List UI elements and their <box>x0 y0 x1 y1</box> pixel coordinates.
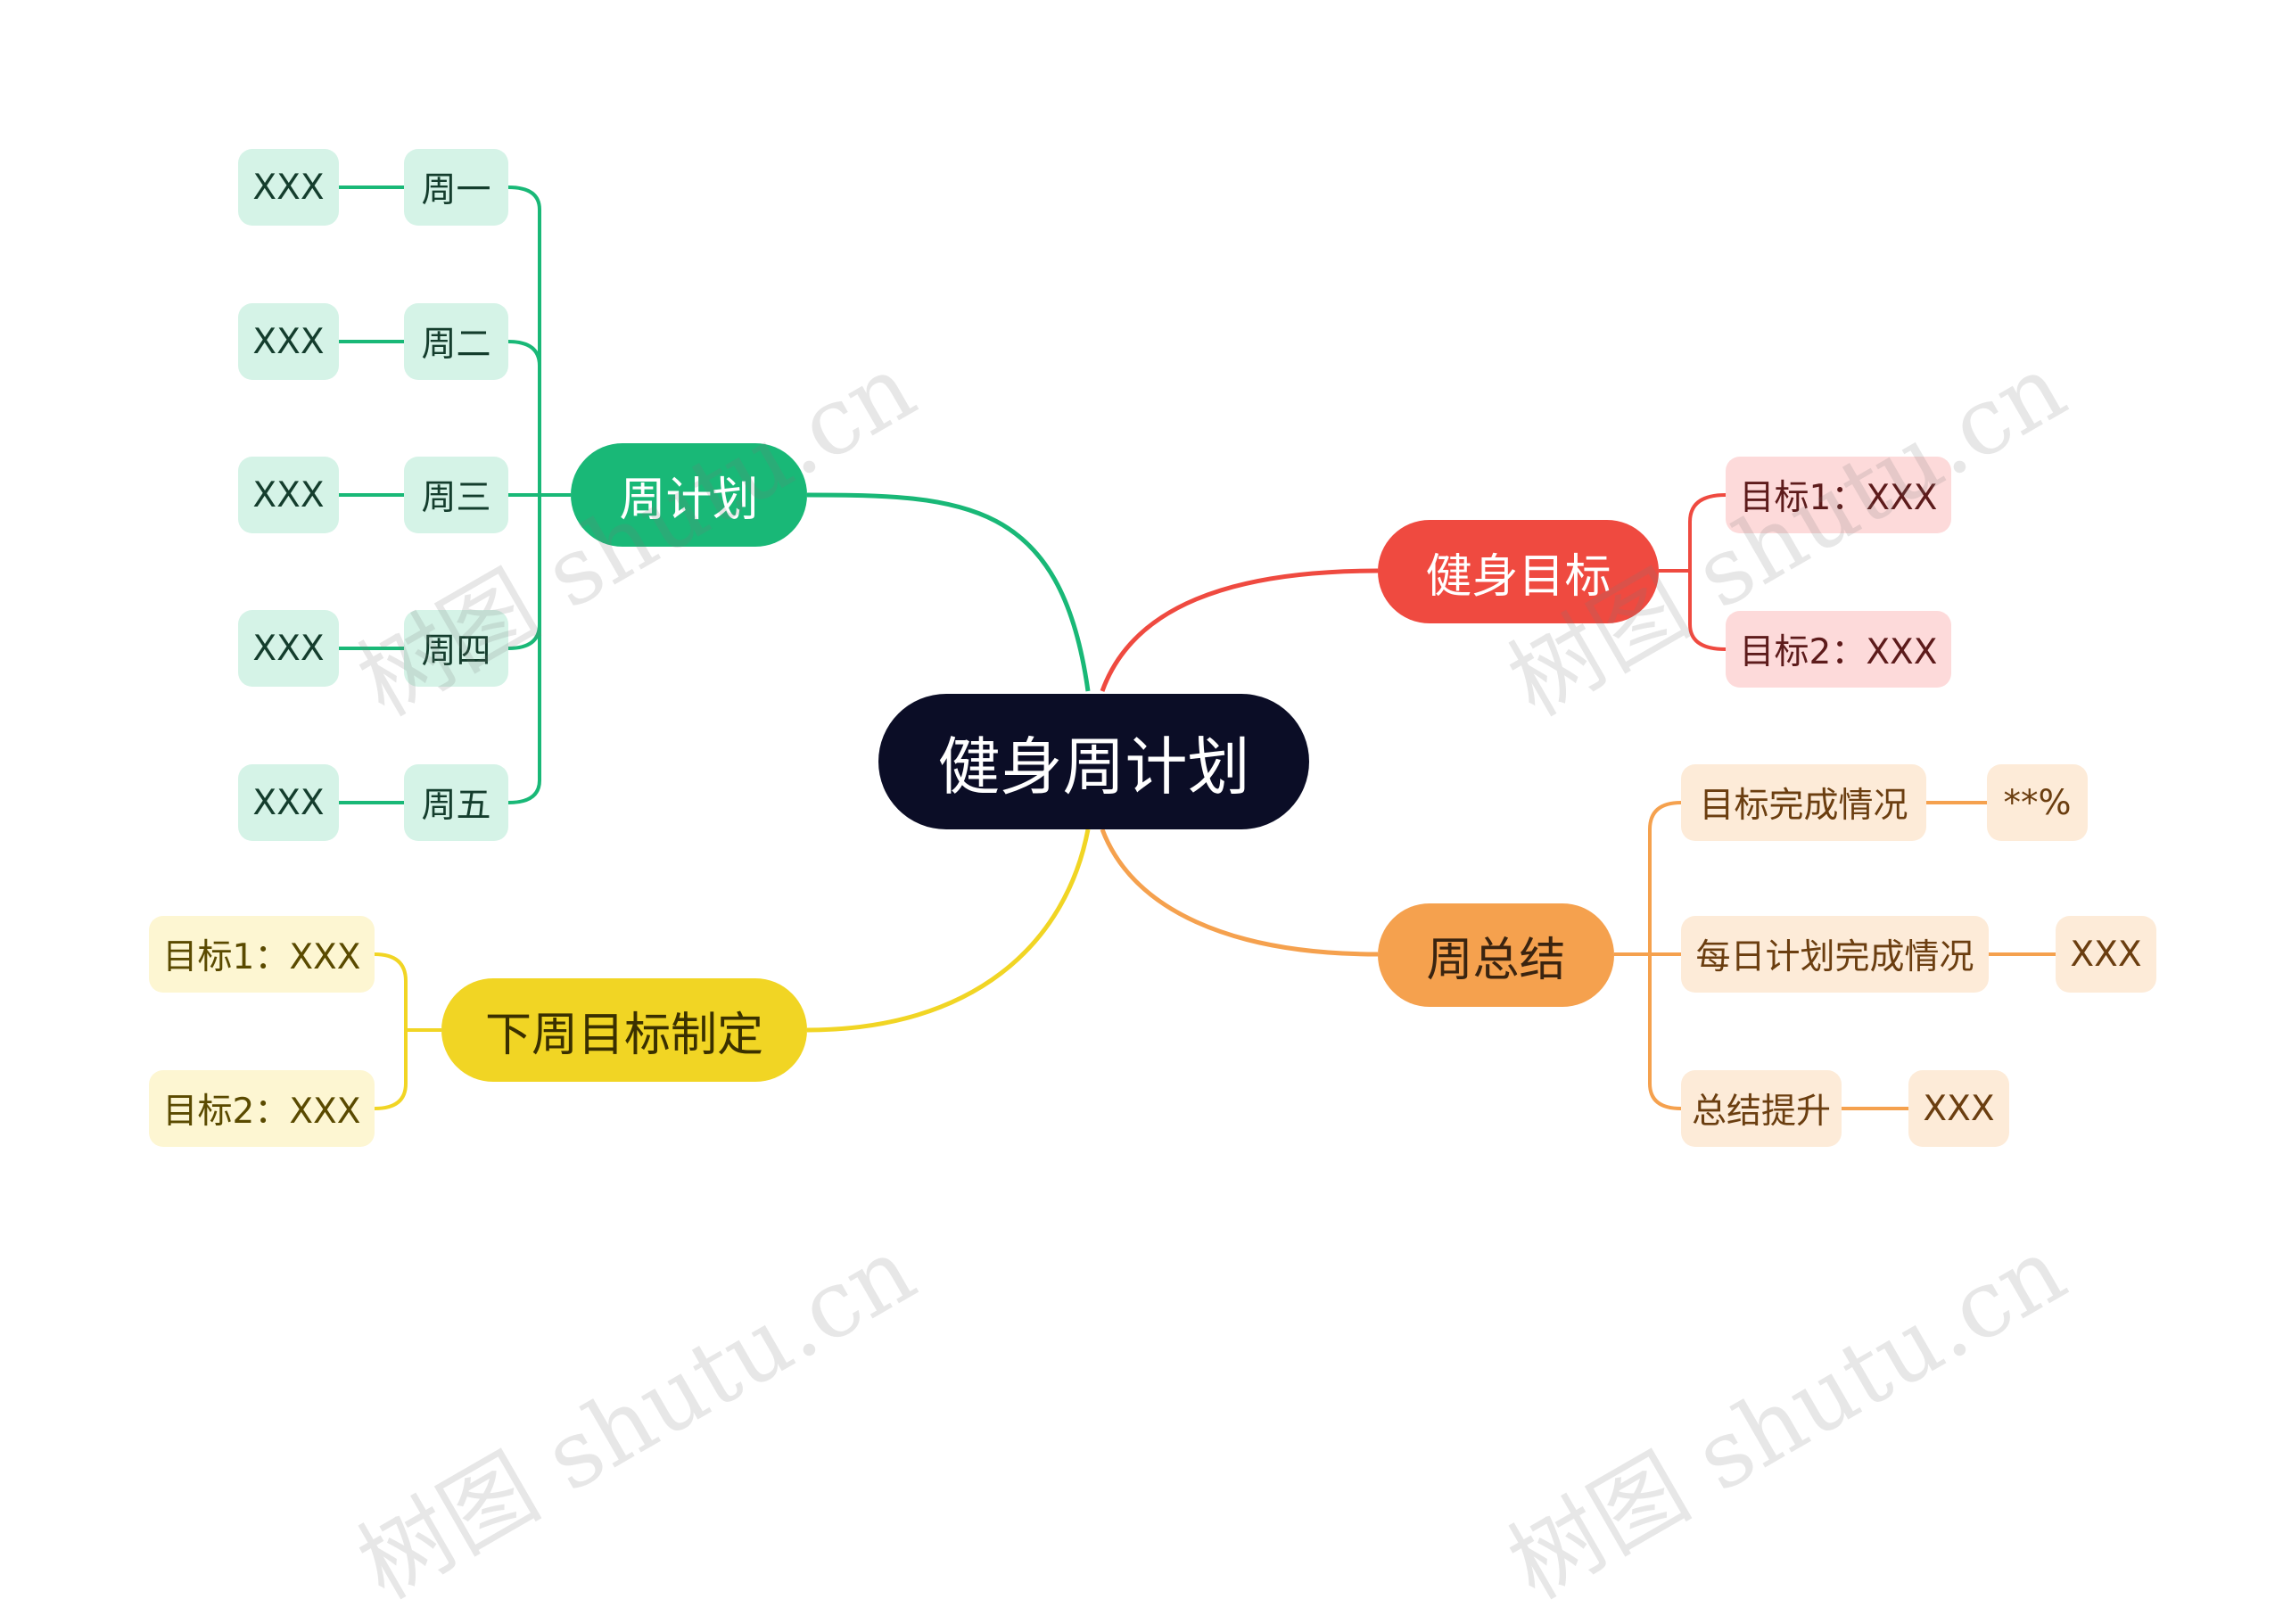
connector-lines <box>339 185 2056 1110</box>
branch-weekly-plan[interactable]: 周计划 <box>571 443 807 547</box>
day-value: XXX <box>252 167 325 208</box>
link-summary-1 <box>1648 801 1682 954</box>
link-next-week-goal-1 <box>374 952 408 1030</box>
fitness-goal-node-1[interactable]: 目标1：XXX <box>1726 457 1951 533</box>
link-fitness-goal-2 <box>1688 571 1727 651</box>
summary-value: XXX <box>1923 1088 1995 1129</box>
day-value: XXX <box>252 474 325 515</box>
link-day-5 <box>507 495 541 804</box>
day-node-4[interactable]: 周四 <box>404 610 508 687</box>
day-node-1[interactable]: 周一 <box>404 149 508 226</box>
next-week-goal-node-1[interactable]: 目标1：XXX <box>149 916 375 993</box>
day-value-node-4[interactable]: XXX <box>238 610 339 687</box>
link-day-2 <box>507 340 541 495</box>
branch-next-week-goals[interactable]: 下周目标制定 <box>441 978 807 1082</box>
branch-weekly-plan-label: 周计划 <box>619 473 759 527</box>
next-week-goal-node-2[interactable]: 目标2：XXX <box>149 1070 375 1147</box>
day-node-2[interactable]: 周二 <box>404 303 508 380</box>
link-day-1 <box>507 185 541 495</box>
branch-weekly-summary[interactable]: 周总结 <box>1378 903 1614 1007</box>
day-value-node-2[interactable]: XXX <box>238 303 339 380</box>
link-root-weekly-plan <box>806 492 1091 692</box>
link-day-4 <box>507 495 541 650</box>
summary-value-node-3[interactable]: XXX <box>1908 1070 2009 1147</box>
branch-fitness-goals-label: 健身目标 <box>1425 549 1611 604</box>
summary-node-2[interactable]: 每日计划完成情况 <box>1681 916 1989 993</box>
mind-map: 健身周计划 周计划 周一 周二 周三 周四 周五 XXX XXX XXX XXX… <box>149 149 2156 1620</box>
day-value-node-5[interactable]: XXX <box>238 764 339 841</box>
root-topic[interactable]: 健身周计划 <box>878 694 1309 829</box>
summary-node-1[interactable]: 目标完成情况 <box>1681 764 1926 841</box>
branch-weekly-summary-label: 周总结 <box>1426 933 1566 987</box>
branch-fitness-goals[interactable]: 健身目标 <box>1378 520 1659 623</box>
link-next-week-goal-2 <box>374 1030 408 1110</box>
fitness-goal-text: 目标1：XXX <box>1739 478 1938 518</box>
day-value: XXX <box>252 782 325 823</box>
day-value: XXX <box>252 321 325 362</box>
summary-value-node-2[interactable]: XXX <box>2056 916 2156 993</box>
day-label: 周二 <box>421 325 491 365</box>
link-root-next-week-goals <box>806 828 1091 1033</box>
day-value-node-3[interactable]: XXX <box>238 457 339 533</box>
summary-node-3[interactable]: 总结提升 <box>1681 1070 1842 1147</box>
root-topic-label: 健身周计划 <box>937 730 1250 804</box>
fitness-goal-text: 目标2：XXX <box>1739 632 1938 672</box>
branch-next-week-goals-label: 下周目标制定 <box>484 1008 763 1062</box>
link-fitness-goal-1 <box>1688 493 1727 571</box>
day-label: 周三 <box>421 478 491 518</box>
day-label: 周四 <box>421 631 491 672</box>
summary-label: 每日计划完成情况 <box>1695 937 1974 977</box>
day-node-3[interactable]: 周三 <box>404 457 508 533</box>
summary-value: **% <box>2003 782 2072 823</box>
day-value-node-1[interactable]: XXX <box>238 149 339 226</box>
day-value: XXX <box>252 628 325 669</box>
day-node-5[interactable]: 周五 <box>404 764 508 841</box>
next-week-goal-text: 目标1：XXX <box>162 937 361 977</box>
day-label: 周五 <box>421 786 491 826</box>
summary-value-node-1[interactable]: **% <box>1987 764 2088 841</box>
day-label: 周一 <box>421 170 491 210</box>
summary-label: 目标完成情况 <box>1699 786 1908 826</box>
link-root-fitness-goals <box>1100 568 1379 692</box>
fitness-goal-node-2[interactable]: 目标2：XXX <box>1726 611 1951 688</box>
next-week-goal-text: 目标2：XXX <box>162 1092 361 1132</box>
link-root-weekly-summary <box>1100 828 1379 957</box>
summary-value: XXX <box>2070 934 2142 975</box>
link-summary-3 <box>1648 954 1682 1110</box>
summary-label: 总结提升 <box>1691 1092 1831 1132</box>
